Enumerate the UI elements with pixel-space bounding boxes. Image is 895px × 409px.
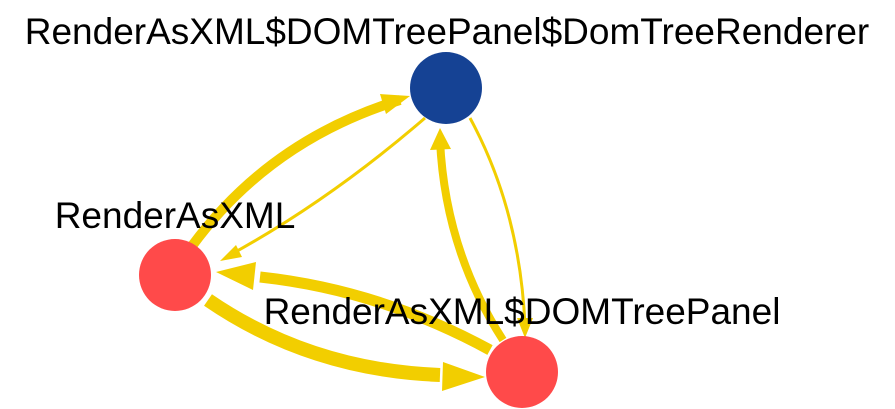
arrowhead-renderer-to-main: [220, 245, 242, 261]
edges-layer: [187, 94, 533, 391]
arrowhead-renderer-to-panel: [517, 318, 533, 338]
edge-renderer-to-main: [229, 116, 426, 257]
arrowhead-main-to-renderer: [380, 94, 410, 114]
node-renderer[interactable]: [410, 52, 482, 124]
node-renderer-label: RenderAsXML$DOMTreePanel$DomTreeRenderer: [25, 11, 870, 52]
edge-renderer-to-panel: [468, 117, 527, 327]
node-main[interactable]: [139, 239, 211, 311]
labels-layer: RenderAsXML$DOMTreePanel$DomTreeRenderer…: [25, 11, 870, 332]
arrowhead-main-to-panel: [442, 362, 485, 391]
edge-main-to-renderer: [187, 95, 402, 249]
node-main-label: RenderAsXML: [55, 195, 296, 236]
edge-panel-to-renderer: [436, 139, 507, 343]
edge-main-to-panel: [204, 294, 441, 382]
edge-panel-to-main: [259, 271, 493, 355]
arrowhead-panel-to-renderer: [430, 128, 451, 150]
arrowhead-panel-to-main: [216, 262, 256, 290]
node-panel[interactable]: [486, 336, 558, 408]
nodes-layer: [139, 52, 558, 408]
node-panel-label: RenderAsXML$DOMTreePanel: [264, 291, 781, 332]
